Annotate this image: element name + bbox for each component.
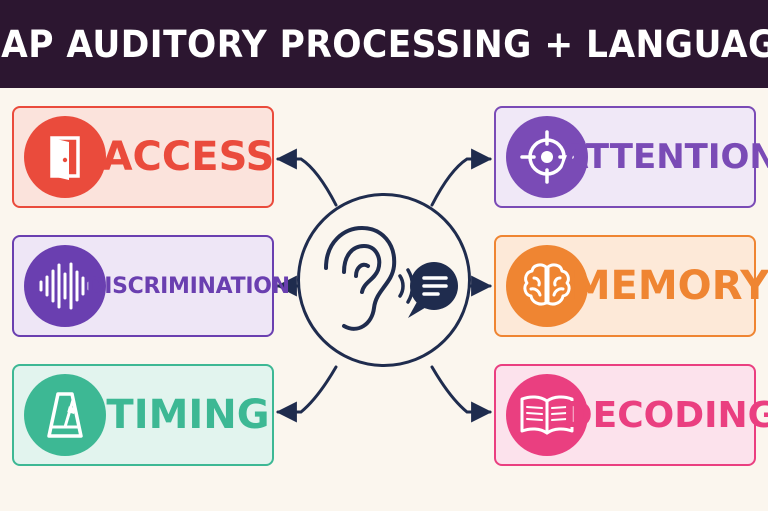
metronome-icon: [47, 392, 83, 438]
timing-label: TIMING: [106, 392, 270, 438]
sound-wave-icon: [39, 262, 91, 310]
page-title: MAP AUDITORY PROCESSING + LANGUAGE: [0, 22, 768, 66]
card-discrimination: DISCRIMINATION: [12, 235, 290, 337]
access-badge: [24, 116, 106, 198]
ear-icon: [324, 226, 397, 331]
attention-badge: [506, 116, 588, 198]
arrow-attention: [430, 148, 493, 207]
memory-label: MEMORY: [570, 263, 768, 309]
decoding-badge: [506, 374, 588, 456]
discrimination-label: DISCRIMINATION: [86, 273, 290, 299]
decoding-label: DECODING: [562, 394, 768, 436]
memory-badge: [506, 245, 588, 327]
arrow-timing: [275, 365, 338, 423]
door-icon: [50, 136, 80, 180]
card-memory: MEMORY: [494, 235, 768, 337]
card-decoding: DECODING: [494, 364, 768, 466]
attention-label: ATTENTION: [562, 137, 768, 177]
arrow-decoding: [430, 365, 493, 423]
timing-badge: [24, 374, 106, 456]
card-attention: ATTENTION: [494, 106, 768, 208]
brain-icon: [523, 263, 571, 306]
open-book-icon: [520, 395, 574, 435]
center-hub: [297, 193, 471, 367]
arrow-access: [275, 148, 338, 207]
access-label: ACCESS: [101, 134, 275, 180]
target-icon: [520, 130, 574, 184]
discrimination-badge: [24, 245, 106, 327]
speech-bubble-icon: [408, 262, 458, 318]
title-bar: MAP AUDITORY PROCESSING + LANGUAGE: [0, 0, 768, 88]
center-illustration: [324, 226, 458, 331]
card-access: ACCESS: [12, 106, 274, 208]
card-timing: TIMING: [12, 364, 274, 466]
